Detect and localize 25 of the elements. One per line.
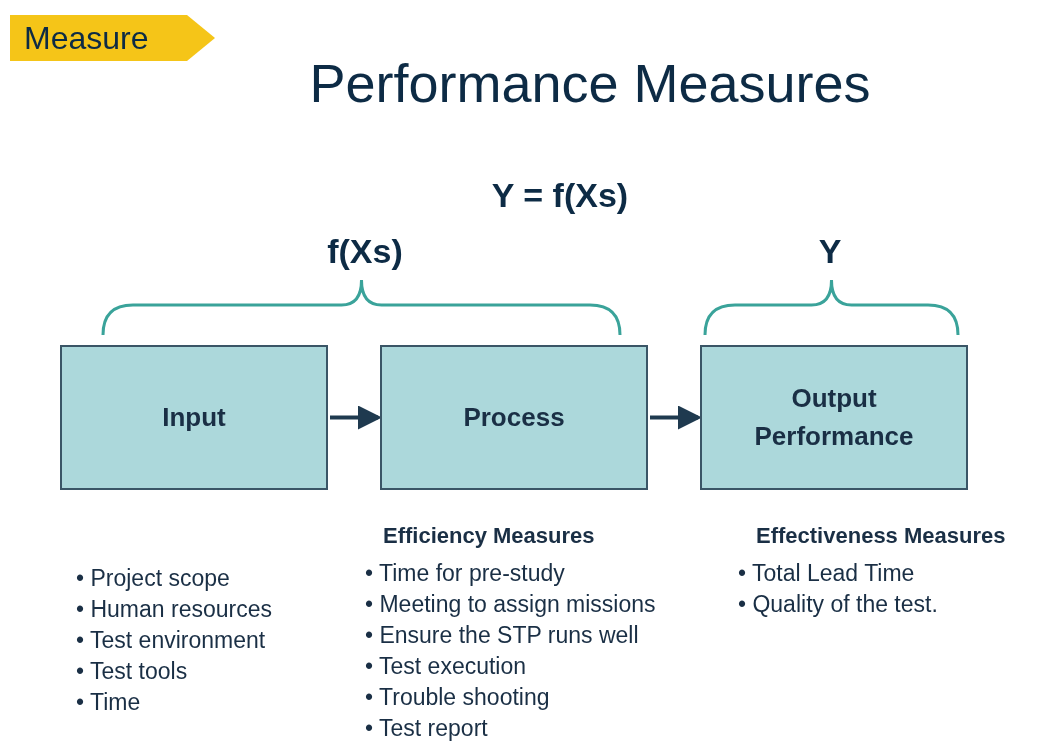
list-heading: Efficiency Measures (383, 522, 596, 550)
list-item: • Total Lead Time (738, 559, 916, 588)
list-item: • Quality of the test. (738, 590, 939, 619)
list-item: • Human resources (76, 595, 272, 624)
list-item: • Test execution (365, 652, 528, 681)
list-item: • Test tools (76, 657, 189, 686)
list-item: • Time (76, 688, 142, 717)
list-item: • Trouble shooting (365, 683, 551, 712)
arrow (650, 405, 702, 430)
list-item: • Test environment (76, 626, 267, 655)
list-item: • Project scope (76, 564, 231, 593)
list-item: • Time for pre-study (365, 559, 566, 588)
list-item: • Meeting to assign missions (365, 590, 656, 619)
tag-label: Measure (10, 15, 215, 61)
process-box: Output Performance (700, 345, 968, 490)
formula-label: Y = f(Xs) (490, 176, 630, 215)
process-box: Input (60, 345, 328, 490)
title: Performance Measures (308, 52, 872, 114)
list-item: • Ensure the STP runs well (365, 621, 640, 650)
formula-label: Y (817, 232, 843, 271)
arrow (330, 405, 382, 430)
formula-label: f(Xs) (326, 232, 404, 271)
list-item: • Test report (365, 714, 489, 743)
list-heading: Effectiveness Measures (756, 522, 1006, 550)
process-box: Process (380, 345, 648, 490)
